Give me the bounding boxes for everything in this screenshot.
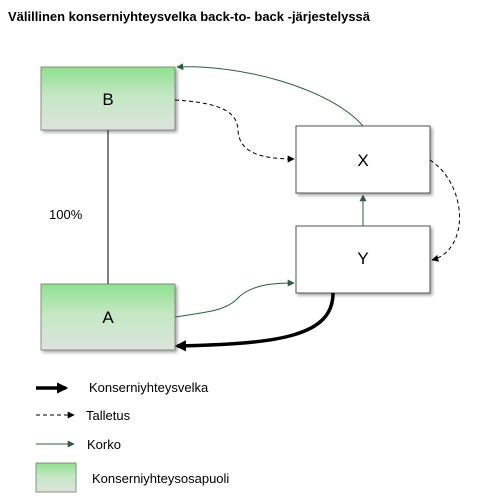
interest-arrow-a-to-y [174, 279, 295, 318]
node-y-label: Y [357, 249, 368, 268]
deposit-arrow-b-to-x [174, 99, 295, 163]
legend: Konserniyhteysvelka Talletus Korko Konse… [35, 380, 229, 493]
interest-arrow-x-to-b [176, 63, 364, 127]
legend-interest-label: Korko [87, 437, 121, 452]
node-x-label: X [357, 151, 368, 170]
legend-party-swatch [35, 462, 77, 493]
legend-debt-label: Konserniyhteysvelka [89, 380, 209, 395]
node-y: Y [295, 225, 431, 294]
ownership-label: 100% [49, 207, 83, 222]
node-x: X [295, 125, 431, 194]
diagram-title: Välillinen konserniyhteysvelka back-to- … [8, 9, 371, 24]
deposit-arrow-x-to-y [429, 159, 460, 262]
node-a-label: A [102, 308, 114, 327]
node-b: B [40, 66, 176, 131]
node-b-label: B [102, 90, 113, 109]
legend-deposit-label: Talletus [86, 408, 131, 423]
node-a: A [40, 283, 176, 351]
debt-arrow-y-to-a [174, 292, 335, 352]
legend-party-label: Konserniyhteysosapuoli [92, 471, 229, 486]
